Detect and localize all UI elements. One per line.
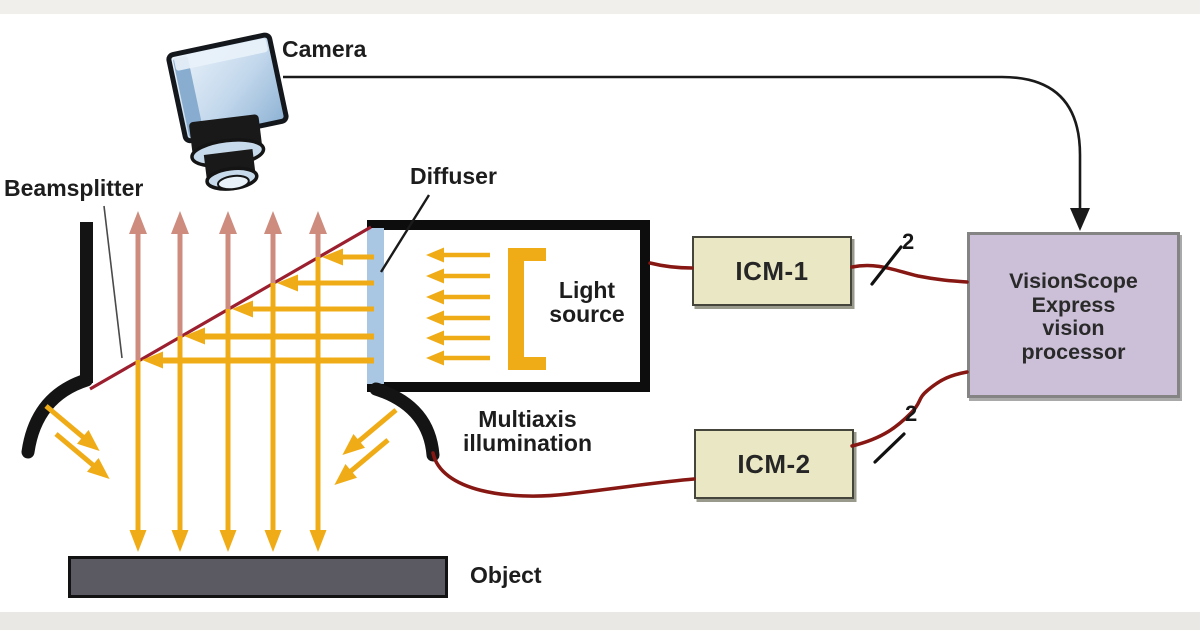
processor-label-line3: vision <box>1042 316 1105 340</box>
beamsplitter-label: Beamsplitter <box>4 175 144 201</box>
camera-icon <box>166 32 289 191</box>
camera-label: Camera <box>282 36 367 62</box>
light-source-label: Light source <box>535 278 639 326</box>
object-label: Object <box>470 562 542 588</box>
top-gray-strip <box>0 0 1200 14</box>
object-bar <box>68 556 448 598</box>
icm2-label: ICM-2 <box>737 448 811 479</box>
multiaxis-label-line1: Multiaxis <box>478 406 577 432</box>
multiaxis-dome-left <box>21 222 93 459</box>
beamsplitter-diagonal-line <box>89 225 372 391</box>
multiaxis-label-line2: illumination <box>462 430 593 456</box>
camera-cable-arrow <box>283 75 1090 231</box>
light-source-label-line2: source <box>549 301 625 327</box>
vision-processor-box: VisionScope Express vision processor <box>967 232 1180 398</box>
icm2-bus-count-label: 2 <box>905 401 918 426</box>
diffuser-panel <box>367 228 384 384</box>
multiaxis-illumination-label: Multiaxis illumination <box>445 407 610 455</box>
reflected-rays-up <box>129 211 327 360</box>
icm1-bus-count-label: 2 <box>902 229 915 254</box>
processor-label-line1: VisionScope <box>1009 269 1138 293</box>
icm1-label: ICM-1 <box>735 255 809 286</box>
processor-label-line2: Express <box>1031 292 1116 317</box>
beamsplitter-pointer-line <box>103 205 123 359</box>
processor-label-line4: processor <box>1021 339 1126 364</box>
diffuser-label: Diffuser <box>410 163 497 189</box>
icm2-module-box: ICM-2 <box>694 429 854 499</box>
light-source-label-line1: Light <box>558 277 616 303</box>
bottom-gray-strip <box>0 612 1200 630</box>
bus-slash-marks <box>870 245 906 464</box>
multiaxis-dome-right <box>369 382 440 462</box>
icm1-module-box: ICM-1 <box>692 236 852 306</box>
